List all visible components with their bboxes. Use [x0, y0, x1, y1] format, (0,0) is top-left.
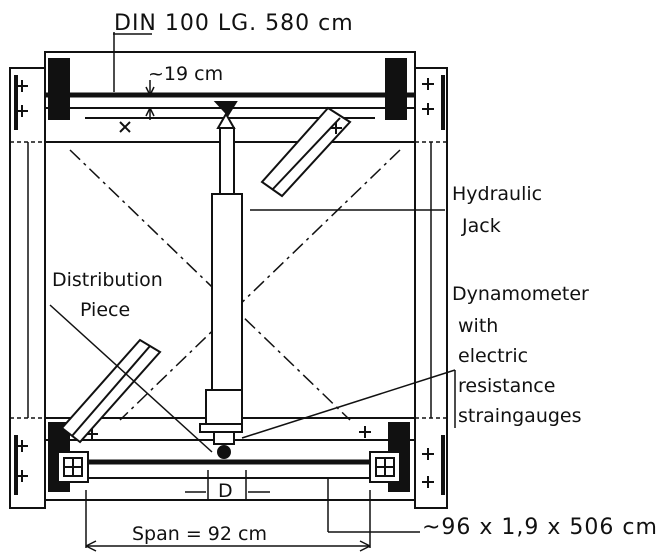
dynamometer-line-with: with: [458, 315, 498, 337]
inclined-struts: [60, 106, 352, 444]
gap-dimension: [145, 80, 155, 120]
end-supports: [57, 451, 401, 483]
hydraulic-jack: [199, 101, 243, 459]
jack-label-line1: Hydraulic: [452, 183, 542, 205]
gap-label: ~19 cm: [148, 63, 223, 85]
plate-spec-label: ~96 x 1,9 x 506 cm: [422, 515, 658, 540]
dynamometer-line-straingauges: straingauges: [458, 405, 582, 427]
dynamometer-line-electric: electric: [458, 345, 528, 367]
distribution-label-line2: Piece: [80, 299, 130, 321]
frame: [9, 51, 448, 509]
d-dimension: [185, 470, 270, 500]
distribution-label-line1: Distribution: [52, 269, 163, 291]
beam-spec-label: DIN 100 LG. 580 cm: [114, 11, 354, 36]
span-dimension: [85, 490, 371, 552]
leader-lines: [49, 32, 456, 533]
diagonal-bracing: [69, 149, 401, 421]
dynamometer-title: Dynamometer: [452, 283, 589, 305]
d-label: D: [218, 480, 233, 502]
dynamometer-line-resistance: resistance: [458, 375, 555, 397]
bolt-marks: [16, 78, 434, 488]
jack-label-line2: Jack: [461, 215, 501, 237]
span-label: Span = 92 cm: [132, 523, 267, 545]
